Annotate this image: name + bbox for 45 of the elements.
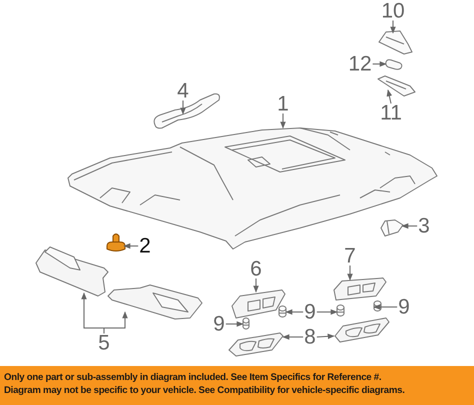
leader-line [390,20,396,34]
leader-line [280,113,286,129]
bulb-drawing [278,306,286,318]
lamp-lens-drawing [334,318,390,342]
leader-line [386,89,392,104]
map-lamp-drawing [334,278,386,300]
leader-line [225,321,244,327]
lamp-lens-drawing [378,76,416,96]
leader-line [282,334,304,340]
dome-lamp-drawing [378,30,412,54]
notice-text: Diagram may not be specific to your vehicle. See Compatibility for vehicle-specific diagrams. [4,384,405,397]
leader-line [373,304,398,310]
clip-drawing [380,220,404,236]
callout-number: 4 [177,80,189,102]
callout-number: 5 [98,332,110,354]
leader-line [316,334,335,340]
notice-text: Only one part or sub-assembly in diagram included. See Item Specifics for Reference #. [4,371,382,384]
leader-line [372,61,387,67]
sun-visor-drawing [36,246,108,296]
callout-number: 11 [380,102,402,124]
leader-line [285,309,304,315]
leader-line [180,100,186,115]
lamp-lens-drawing [228,332,284,356]
leader-line [316,309,338,315]
bulb-drawing [385,59,402,70]
leader-line [401,223,418,229]
callout-number: 7 [344,246,356,266]
callout-number: 3 [418,216,430,236]
callout-number: 6 [250,258,262,280]
callout-number: 9 [398,296,410,318]
callout-number: 8 [304,326,316,348]
callout-number: 1 [277,94,289,114]
callout-number: 10 [381,0,405,22]
callout-number: 9 [304,302,316,322]
sun-visor-drawing [108,284,202,320]
leader-line [253,278,259,293]
bulb-drawing [242,318,250,330]
callout-number: 9 [213,314,225,334]
leader-line [347,265,353,281]
push-pin-drawing [106,234,126,252]
bulb-drawing [336,304,344,316]
callout-number: 2 [139,236,151,256]
map-lamp-drawing [232,290,286,318]
leader-line [123,243,139,249]
callout-number: 12 [348,54,372,74]
